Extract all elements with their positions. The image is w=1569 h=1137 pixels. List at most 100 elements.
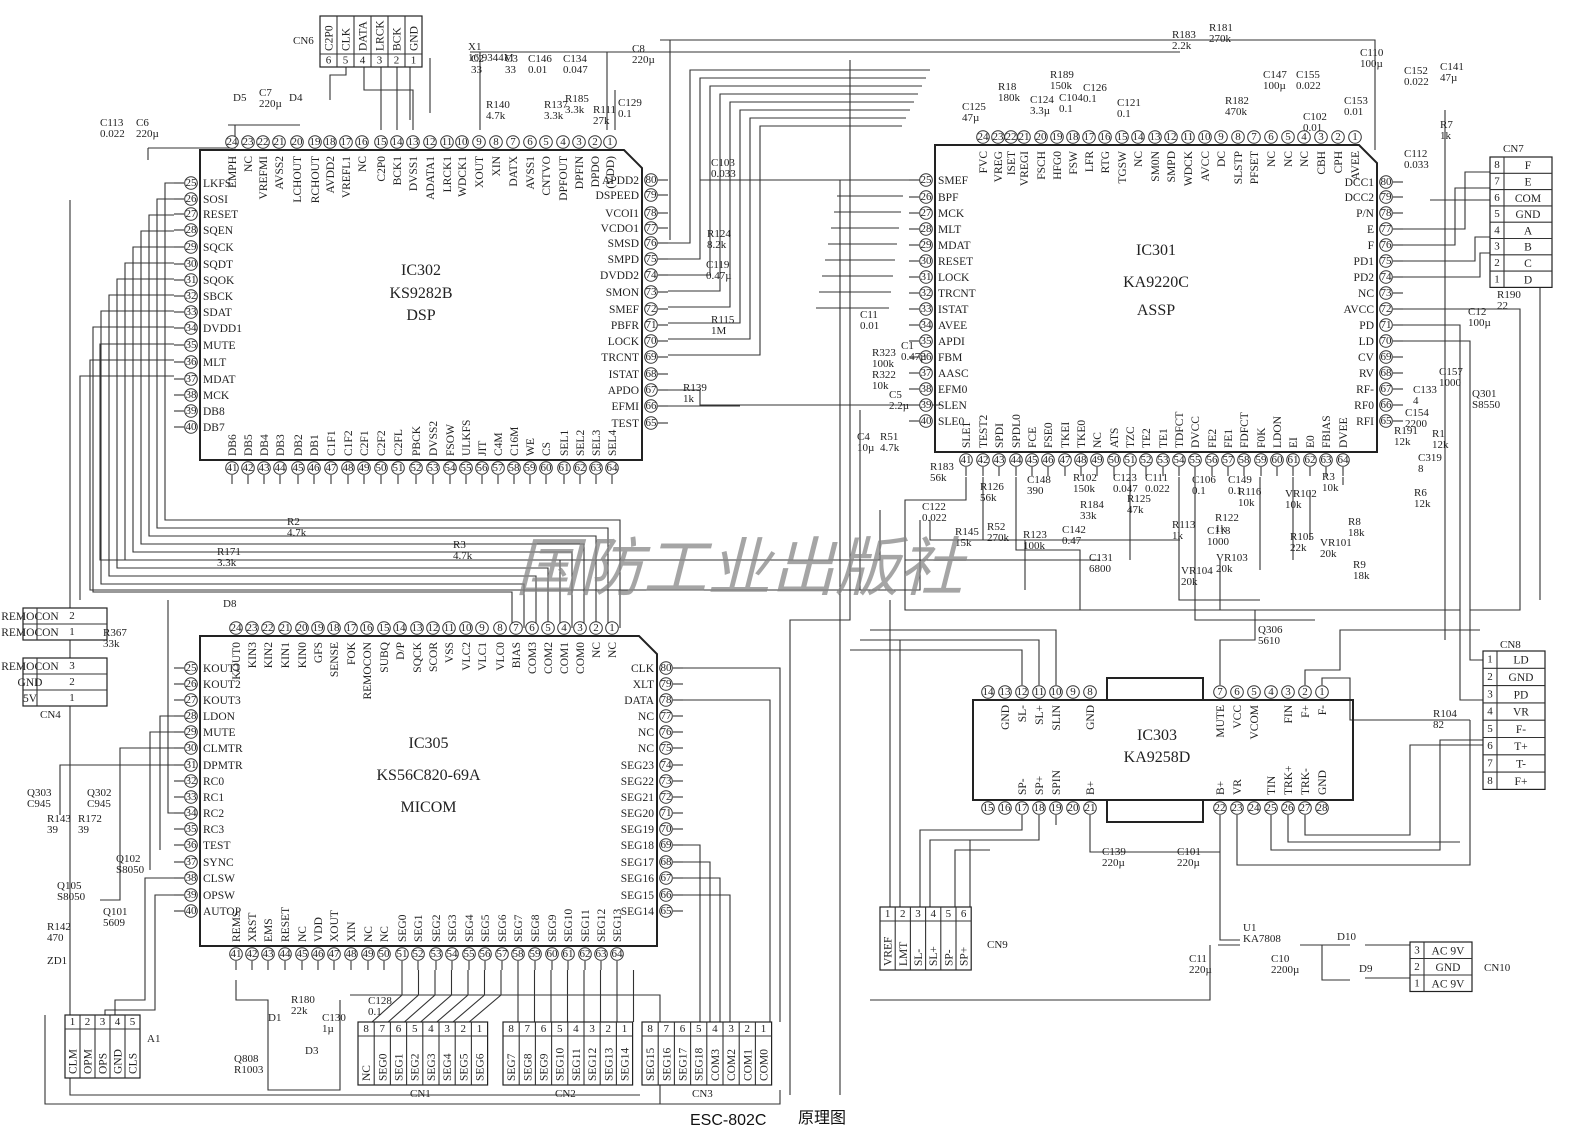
pin-marker: [184, 855, 198, 869]
wire: [919, 815, 1023, 907]
connector-pin-number: 2: [1494, 257, 1500, 269]
component-ref: D8: [223, 598, 237, 610]
pin-label: TEST: [203, 840, 230, 852]
component-value: 0.033: [1404, 159, 1429, 171]
pin-label: NC: [363, 926, 375, 942]
pin-marker: [644, 221, 658, 235]
connector-pin-label: COM: [1515, 193, 1541, 205]
pin-marker: [184, 838, 198, 852]
pin-marker: [919, 350, 933, 364]
component-ref: R113: [1172, 519, 1196, 531]
pin-label: TEST: [612, 418, 639, 430]
wire: [100, 747, 174, 901]
component-ref: VR102: [1285, 488, 1317, 500]
pin-marker: [523, 461, 537, 475]
connector-pin-number: 2: [1487, 671, 1493, 683]
pin-label: GFS: [313, 642, 325, 663]
pin-label: SEG9: [547, 914, 559, 942]
pin-marker: [377, 621, 391, 635]
pin-number: 26: [921, 191, 933, 203]
component-value: 100µ: [1263, 80, 1286, 92]
pin-number: 15: [379, 622, 391, 634]
pin-marker: [976, 130, 990, 144]
pin-label: LKFS: [203, 178, 231, 190]
pin-number: 17: [1084, 131, 1096, 143]
pin-number: 24: [978, 131, 990, 143]
pin-label: FBM: [938, 352, 962, 364]
pin-marker: [1379, 286, 1393, 300]
component-value: 33k: [103, 638, 120, 650]
wire: [116, 278, 549, 628]
pin-number: 23: [1232, 802, 1244, 814]
connector-pin-number: 6: [1494, 192, 1500, 204]
pin-label: C16M: [509, 427, 521, 456]
pin-number: 74: [1381, 271, 1393, 283]
pin-number: 16: [1100, 131, 1112, 143]
pin-number: 54: [447, 948, 459, 960]
wire: [420, 970, 453, 1023]
pin-marker: [423, 135, 437, 149]
connector-pin-label: SL+: [928, 946, 940, 966]
pin-number: 70: [1381, 335, 1393, 347]
pin-number: 14: [392, 136, 404, 148]
pin-marker: [184, 790, 198, 804]
component-value: 22k: [1290, 542, 1307, 554]
pin-marker: [659, 838, 673, 852]
pin-number: 74: [661, 759, 673, 771]
pin-number: 18: [1034, 802, 1046, 814]
wire: [668, 77, 926, 260]
pin-label: SPIN: [1051, 769, 1063, 795]
pin-label: DSPEED: [596, 190, 639, 202]
connector-pin-label: SP+: [959, 947, 971, 966]
pin-marker: [1264, 801, 1278, 815]
pin-marker: [1379, 238, 1393, 252]
pin-number: 29: [921, 239, 933, 251]
component-ref: R9: [1353, 559, 1366, 571]
pin-number: 9: [476, 136, 482, 148]
pin-marker: [1156, 453, 1170, 467]
pin-marker: [184, 273, 198, 287]
pin-label: VDD: [313, 917, 325, 942]
pin-label: AVCC: [1344, 304, 1375, 316]
pin-label: SLE0: [938, 416, 964, 428]
diagram-model: ESC-802C: [690, 1112, 766, 1129]
heatsink-tab-top: [1106, 677, 1204, 701]
pin-marker: [589, 621, 603, 635]
ic-function: MICOM: [400, 799, 456, 816]
pin-number: 4: [1268, 686, 1274, 698]
connector-pin-label: COM2: [726, 1049, 738, 1081]
pin-label: AASC: [938, 368, 969, 380]
pin-number: 28: [186, 224, 198, 236]
component-ref: R143: [47, 813, 71, 825]
component-value: 4: [1413, 395, 1419, 407]
pin-label: SEG18: [621, 840, 654, 852]
pin-number: 25: [921, 174, 933, 186]
component-value: 56k: [930, 472, 947, 484]
pin-number: 42: [243, 462, 254, 474]
pin-number: 60: [541, 462, 553, 474]
connector-cn3: 8SEG157SEG166SEG175SEG184COM33COM22COM11…: [641, 1021, 773, 1100]
connector-pin-number: 5: [557, 1023, 563, 1035]
pin-marker: [959, 453, 973, 467]
pin-label: DCC2: [1345, 192, 1375, 204]
pin-label: APDI: [938, 336, 965, 348]
connector-pin-number: 5: [696, 1023, 702, 1035]
pin-number: 80: [646, 174, 658, 186]
component-value: 100k: [872, 358, 895, 370]
pin-label: LOCK: [938, 272, 970, 284]
component-value: 12k: [1432, 439, 1449, 451]
pin-label: MLT: [203, 357, 226, 369]
pin-label: DATA: [624, 695, 654, 707]
pin-number: 19: [1052, 131, 1064, 143]
wire: [870, 945, 1211, 1001]
